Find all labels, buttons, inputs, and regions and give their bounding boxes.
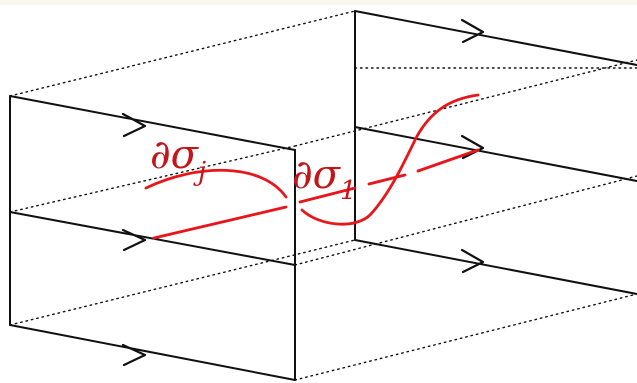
dotted-bottom-back-left <box>9 239 356 326</box>
arrowheads <box>121 18 485 367</box>
label-boundary-1: ∂σ1 <box>292 152 357 206</box>
left-front-frame <box>9 95 296 381</box>
label-boundary-1-main: ∂σ <box>292 152 342 198</box>
left-frame-bottom-edge <box>9 324 296 381</box>
arrow-left-bottom-icon <box>121 343 147 367</box>
arrow-left-middle-icon <box>121 228 147 252</box>
red-straight-boundary <box>152 148 480 240</box>
arrow-right-middle-icon <box>460 134 485 160</box>
dotted-lower-back-left <box>294 175 637 266</box>
labels: ∂σj ∂σ1 <box>150 132 357 206</box>
dotted-middle-back-right <box>294 59 637 147</box>
right-frame-bottom-edge <box>354 239 637 295</box>
red-arc-boundary-j <box>144 168 288 199</box>
dotted-connectors <box>9 10 637 381</box>
red-wave-boundary-1 <box>300 93 480 226</box>
arrow-left-top-icon <box>121 112 147 138</box>
right-back-frame <box>354 10 637 295</box>
label-boundary-j-main: ∂σ <box>150 132 200 178</box>
arrow-right-bottom-icon <box>460 248 485 274</box>
dotted-middle-back-left <box>9 145 296 213</box>
dotted-top-back <box>9 10 356 97</box>
arrow-right-top-icon <box>460 18 485 44</box>
dotted-bottom-back-right <box>294 293 637 381</box>
left-frame-middle-edge <box>9 211 296 266</box>
right-frame-middle-edge <box>354 126 637 182</box>
top-strip <box>0 0 637 5</box>
red-boundaries <box>144 93 480 240</box>
right-frame-top-edge <box>354 10 637 66</box>
label-boundary-j: ∂σj <box>150 132 206 187</box>
label-boundary-1-sub: 1 <box>340 176 357 206</box>
left-frame-top-edge <box>9 95 296 151</box>
